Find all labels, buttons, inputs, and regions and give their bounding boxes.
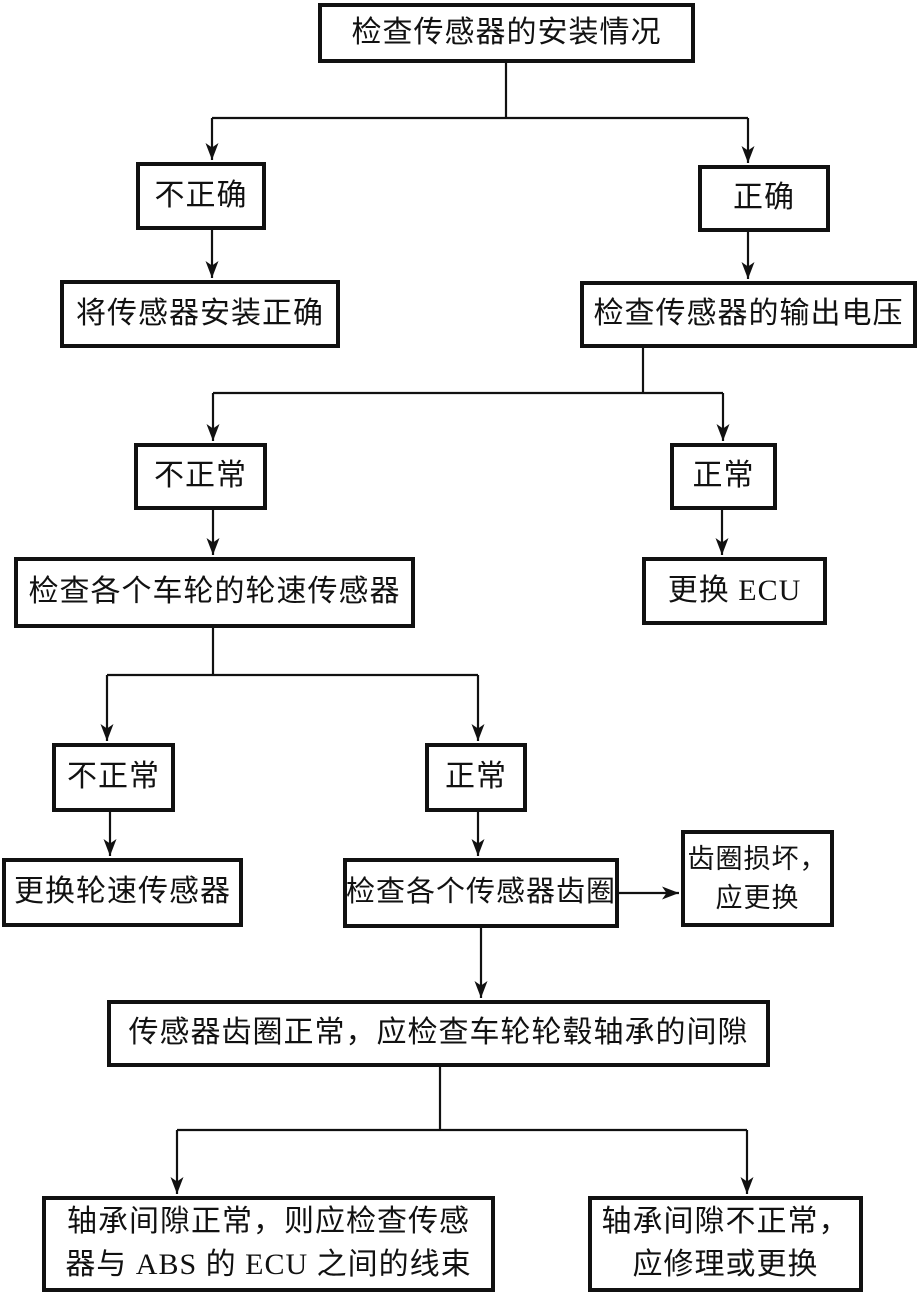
node-label: 正常 <box>692 459 755 493</box>
branch-voltage-result <box>206 348 730 441</box>
node-label: 不正常 <box>154 459 247 493</box>
node-check-sensor-rings: 检查各个传感器齿圈 <box>343 858 619 928</box>
node-check-output-voltage: 检查传感器的输出电压 <box>580 281 917 348</box>
node-label-line1: 轴承间隙正常，则应检查传感 <box>67 1205 470 1239</box>
node-replace-wheel-speed-sensor: 更换轮速传感器 <box>2 858 243 927</box>
node-label: 检查传感器的安装情况 <box>351 15 662 49</box>
node-install-correctly: 将传感器安装正确 <box>60 280 340 348</box>
node-bearing-abnormal-repair: 轴承间隙不正常， 应修理或更换 <box>588 1196 863 1292</box>
node-replace-ecu: 更换 ECU <box>642 557 827 625</box>
node-label: 更换 ECU <box>667 573 802 607</box>
node-label: 不正确 <box>154 178 248 212</box>
node-ring-normal-check-hub-bearing: 传感器齿圈正常，应检查车轮轮毂轴承的间隙 <box>107 1000 770 1067</box>
node-label: 传感器齿圈正常，应检查车轮轮毂轴承的间隙 <box>128 1016 749 1050</box>
node-label-line2: 应更换 <box>715 882 800 913</box>
node-label: 正常 <box>445 760 507 794</box>
node-label: 将传感器安装正确 <box>76 296 324 330</box>
node-incorrect: 不正确 <box>136 162 266 230</box>
branch-install-result <box>205 63 755 163</box>
node-label: 正确 <box>733 181 795 215</box>
node-label-line1: 齿圈损坏， <box>687 844 828 875</box>
node-check-install: 检查传感器的安装情况 <box>318 3 695 63</box>
node-check-wheel-speed-sensors: 检查各个车轮的轮速传感器 <box>14 557 415 628</box>
node-abnormal-1: 不正常 <box>134 443 267 510</box>
node-normal-2: 正常 <box>425 743 527 812</box>
node-label: 不正常 <box>67 760 160 794</box>
node-abnormal-2: 不正常 <box>52 743 175 812</box>
node-bearing-normal-check-harness: 轴承间隙正常，则应检查传感 器与 ABS 的 ECU 之间的线束 <box>42 1196 495 1292</box>
node-label-line2: 应修理或更换 <box>632 1248 819 1281</box>
node-label: 检查各个传感器齿圈 <box>346 876 617 909</box>
node-label: 检查传感器的输出电压 <box>593 297 904 331</box>
node-ring-damaged: 齿圈损坏， 应更换 <box>681 830 834 927</box>
node-label: 更换轮速传感器 <box>14 875 231 909</box>
node-label-line2: 器与 ABS 的 ECU 之间的线束 <box>65 1248 472 1281</box>
branch-bearing-result <box>170 1067 754 1194</box>
node-normal-1: 正常 <box>670 443 777 510</box>
node-correct: 正确 <box>698 165 830 232</box>
branch-wheel-sensor-result <box>100 628 485 741</box>
node-label: 检查各个车轮的轮速传感器 <box>28 575 401 609</box>
node-label-line1: 轴承间隙不正常， <box>601 1205 850 1239</box>
